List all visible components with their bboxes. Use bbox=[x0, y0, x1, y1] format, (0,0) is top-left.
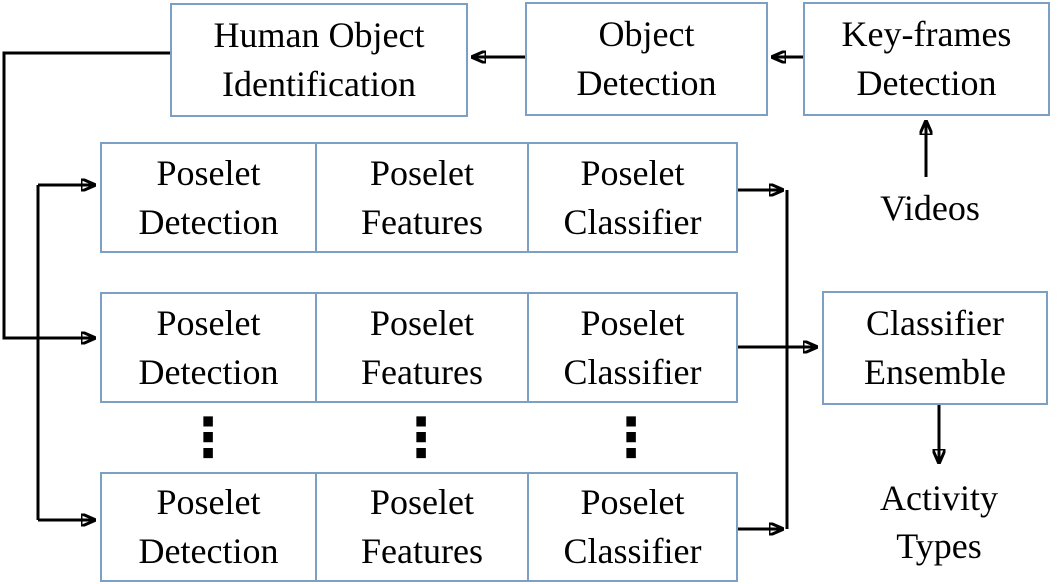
vertical-ellipsis-col2: ⋮ bbox=[394, 406, 448, 469]
box-classifier-ensemble: Classifier Ensemble bbox=[822, 291, 1048, 405]
box-keyframes-detection-label: Key-frames Detection bbox=[841, 14, 1012, 103]
box-poselet-classifier-row2-label: Poselet Classifier bbox=[563, 302, 702, 392]
hoi-feedback-line-to-row2 bbox=[2, 51, 170, 338]
box-poselet-classifier-row2: Poselet Classifier bbox=[527, 292, 738, 403]
box-object-detection-label: Object Detection bbox=[576, 14, 717, 103]
activity-types-output-label: Activity Types bbox=[880, 478, 998, 566]
box-poselet-features-row3: Poselet Features bbox=[315, 472, 529, 582]
box-object-detection: Object Detection bbox=[525, 2, 768, 116]
box-poselet-classifier-row1-label: Poselet Classifier bbox=[563, 152, 702, 242]
box-poselet-classifier-row3: Poselet Classifier bbox=[527, 472, 738, 582]
box-poselet-features-row2-label: Poselet Features bbox=[361, 302, 483, 392]
box-human-object-identification-label: Human Object Identification bbox=[213, 15, 425, 104]
box-poselet-detection-row1: Poselet Detection bbox=[100, 142, 317, 253]
box-poselet-features-row1-label: Poselet Features bbox=[361, 152, 483, 242]
box-poselet-features-row3-label: Poselet Features bbox=[361, 482, 483, 571]
box-poselet-classifier-row3-label: Poselet Classifier bbox=[563, 482, 702, 571]
box-poselet-detection-row2: Poselet Detection bbox=[100, 292, 317, 403]
box-keyframes-detection: Key-frames Detection bbox=[803, 2, 1050, 116]
box-poselet-detection-row2-label: Poselet Detection bbox=[138, 302, 279, 392]
box-poselet-features-row1: Poselet Features bbox=[315, 142, 529, 253]
vertical-ellipsis-col1: ⋮ bbox=[181, 406, 235, 469]
vertical-ellipsis-col3: ⋮ bbox=[604, 406, 658, 469]
box-poselet-features-row2: Poselet Features bbox=[315, 292, 529, 403]
box-poselet-classifier-row1: Poselet Classifier bbox=[527, 142, 738, 253]
box-poselet-detection-row1-label: Poselet Detection bbox=[138, 152, 279, 242]
box-classifier-ensemble-label: Classifier Ensemble bbox=[864, 303, 1006, 392]
box-poselet-detection-row3: Poselet Detection bbox=[100, 472, 317, 582]
box-poselet-detection-row3-label: Poselet Detection bbox=[138, 482, 279, 571]
videos-input-label: Videos bbox=[880, 188, 980, 228]
box-human-object-identification: Human Object Identification bbox=[170, 3, 468, 117]
